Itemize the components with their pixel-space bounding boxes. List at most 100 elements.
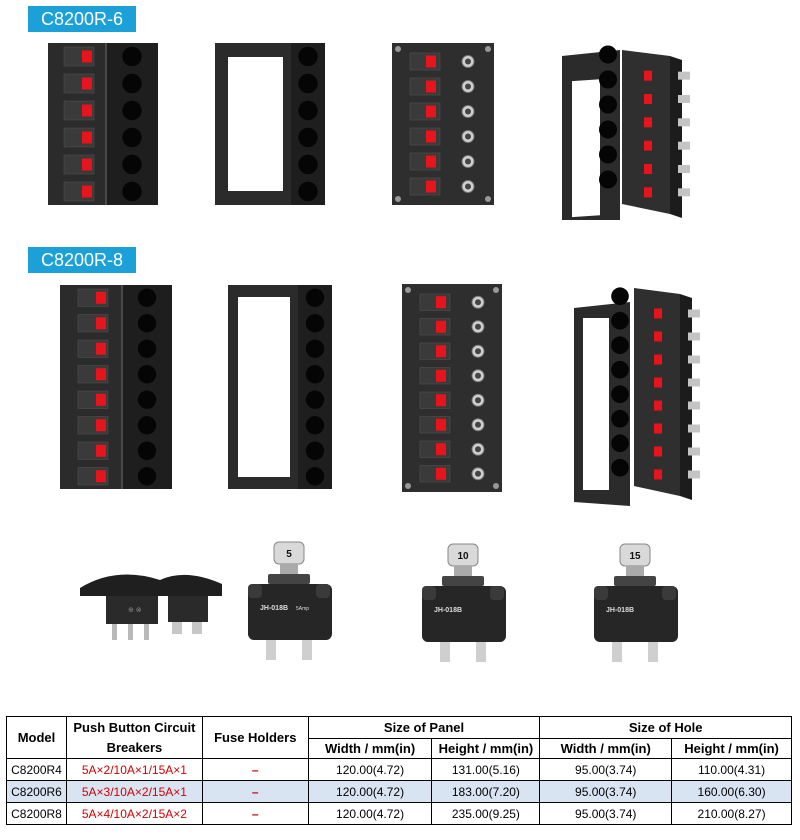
- mounting-hole: [305, 314, 325, 333]
- rocker-switch-red: [96, 419, 106, 432]
- mounting-hole: [611, 434, 629, 453]
- mounting-hole: [137, 288, 157, 307]
- terminal-icon: [688, 378, 700, 387]
- mounting-hole: [305, 390, 325, 409]
- terminal-icon: [688, 332, 700, 341]
- table-row: C8200R4 5A×2/10A×1/15A×1 – 120.00(4.72) …: [6, 758, 792, 781]
- rocker-switch-red: [436, 369, 446, 382]
- rocker-switch-red: [644, 140, 652, 151]
- panel-frame-8: [228, 285, 332, 489]
- cell-panel-width: 120.00(4.72): [307, 802, 433, 825]
- rocker-switch-red: [426, 80, 436, 93]
- section-label-c8200r-6: C8200R-6: [28, 6, 137, 32]
- section-label-c8200r-8: C8200R-8: [28, 247, 137, 273]
- rocker-switch-red: [96, 444, 106, 457]
- cell-hole-height: 210.00(8.27): [671, 802, 792, 825]
- breaker-rating-label: 10: [457, 551, 469, 562]
- header-panel-width: Width / mm(in): [307, 738, 433, 759]
- breaker-panel-6: [392, 43, 494, 205]
- panel-exploded-view-6: [562, 45, 690, 220]
- breaker-model-text: JH-018B: [434, 607, 462, 614]
- breaker-rating-label: 15: [629, 551, 641, 562]
- header-size-of-hole: Size of Hole: [539, 716, 792, 739]
- mounting-hole: [305, 416, 325, 435]
- mounting-hole: [599, 170, 617, 189]
- breaker-model-text: JH-018B: [260, 605, 288, 612]
- mounting-hole: [298, 73, 318, 94]
- terminal-icon: [678, 95, 690, 103]
- breaker-model-text: JH-018B: [606, 607, 634, 614]
- terminal-icon: [688, 424, 700, 433]
- header-hole-width: Width / mm(in): [539, 738, 673, 759]
- cell-fuse-holders: –: [201, 780, 309, 803]
- panel-frame-6: [215, 43, 325, 205]
- rocker-switch-red: [96, 470, 106, 483]
- rocker-switch-red: [436, 443, 446, 456]
- rocker-switch-red: [436, 345, 446, 358]
- cell-hole-height: 110.00(4.31): [671, 758, 792, 781]
- rocker-switch-red: [96, 393, 106, 406]
- breaker-panel-8: [402, 284, 502, 492]
- terminal-icon: [678, 141, 690, 150]
- mounting-hole: [611, 458, 629, 477]
- cell-panel-width: 120.00(4.72): [307, 780, 433, 803]
- header-hole-height: Height / mm(in): [671, 738, 792, 759]
- cell-hole-width: 95.00(3.74): [539, 802, 673, 825]
- mounting-hole: [611, 385, 629, 404]
- rocker-switch-red: [654, 446, 662, 457]
- rocker-switch-red: [82, 131, 92, 144]
- rocker-switch-red: [654, 423, 662, 434]
- terminal-icon: [678, 118, 690, 127]
- terminal-icon: [678, 71, 690, 80]
- cell-model: C8200R4: [6, 758, 67, 781]
- rocker-switch-red: [426, 180, 436, 193]
- rocker-switch-red: [644, 70, 652, 81]
- rocker-switch-red: [82, 50, 92, 63]
- rocker-switch-red: [426, 55, 436, 68]
- rocker-switch-red: [644, 164, 652, 174]
- rocker-switch-red: [82, 104, 92, 117]
- terminal-icon: [688, 355, 700, 364]
- terminal-icon: [688, 447, 700, 456]
- rocker-switch-red: [654, 331, 662, 342]
- circuit-breaker-5a: 5 JH-018B 5Amp: [248, 541, 332, 660]
- svg-text:⊕ ⊗: ⊕ ⊗: [128, 607, 142, 614]
- cell-fuse-holders: –: [201, 802, 309, 825]
- rocker-switch-red: [82, 185, 92, 198]
- mounting-hole: [137, 441, 157, 460]
- mounting-hole: [611, 336, 629, 355]
- rocker-switch-red: [96, 317, 106, 330]
- rocker-switch-red: [654, 377, 662, 388]
- terminal-icon: [688, 309, 700, 318]
- table-row: C8200R8 5A×4/10A×2/15A×2 – 120.00(4.72) …: [6, 802, 792, 825]
- mounting-hole: [137, 467, 157, 486]
- breaker-amp-text: 5Amp: [296, 606, 309, 612]
- rocker-switch-red: [426, 130, 436, 143]
- mounting-hole: [298, 46, 318, 67]
- mounting-hole: [137, 339, 157, 358]
- mounting-hole: [122, 154, 142, 175]
- header-model: Model: [6, 716, 67, 759]
- spec-table: Model Push Button Circuit Breakers Fuse …: [6, 716, 792, 825]
- mounting-hole: [122, 100, 142, 121]
- cell-breakers: 5A×2/10A×1/15A×1: [65, 758, 203, 781]
- rocker-switch-red: [644, 187, 652, 198]
- terminal-icon: [688, 401, 700, 410]
- rocker-switch-red: [82, 158, 92, 171]
- mounting-hole: [298, 100, 318, 121]
- cell-panel-width: 120.00(4.72): [307, 758, 433, 781]
- cell-fuse-holders: –: [201, 758, 309, 781]
- rocker-switch-red: [654, 469, 662, 480]
- mounting-hole: [611, 311, 629, 330]
- mounting-hole: [122, 127, 142, 148]
- header-fuse-holders: Fuse Holders: [201, 716, 309, 759]
- mounting-hole: [305, 441, 325, 460]
- header-panel-height: Height / mm(in): [431, 738, 541, 759]
- cell-breakers: 5A×3/10A×2/15A×1: [65, 780, 203, 803]
- rocker-switch-red: [426, 105, 436, 118]
- rocker-switch-red: [82, 77, 92, 90]
- switch-panel-front-6: [48, 43, 158, 205]
- rocker-switch-red: [654, 400, 662, 411]
- cell-panel-height: 235.00(9.25): [431, 802, 541, 825]
- rocker-switch-red: [654, 308, 662, 319]
